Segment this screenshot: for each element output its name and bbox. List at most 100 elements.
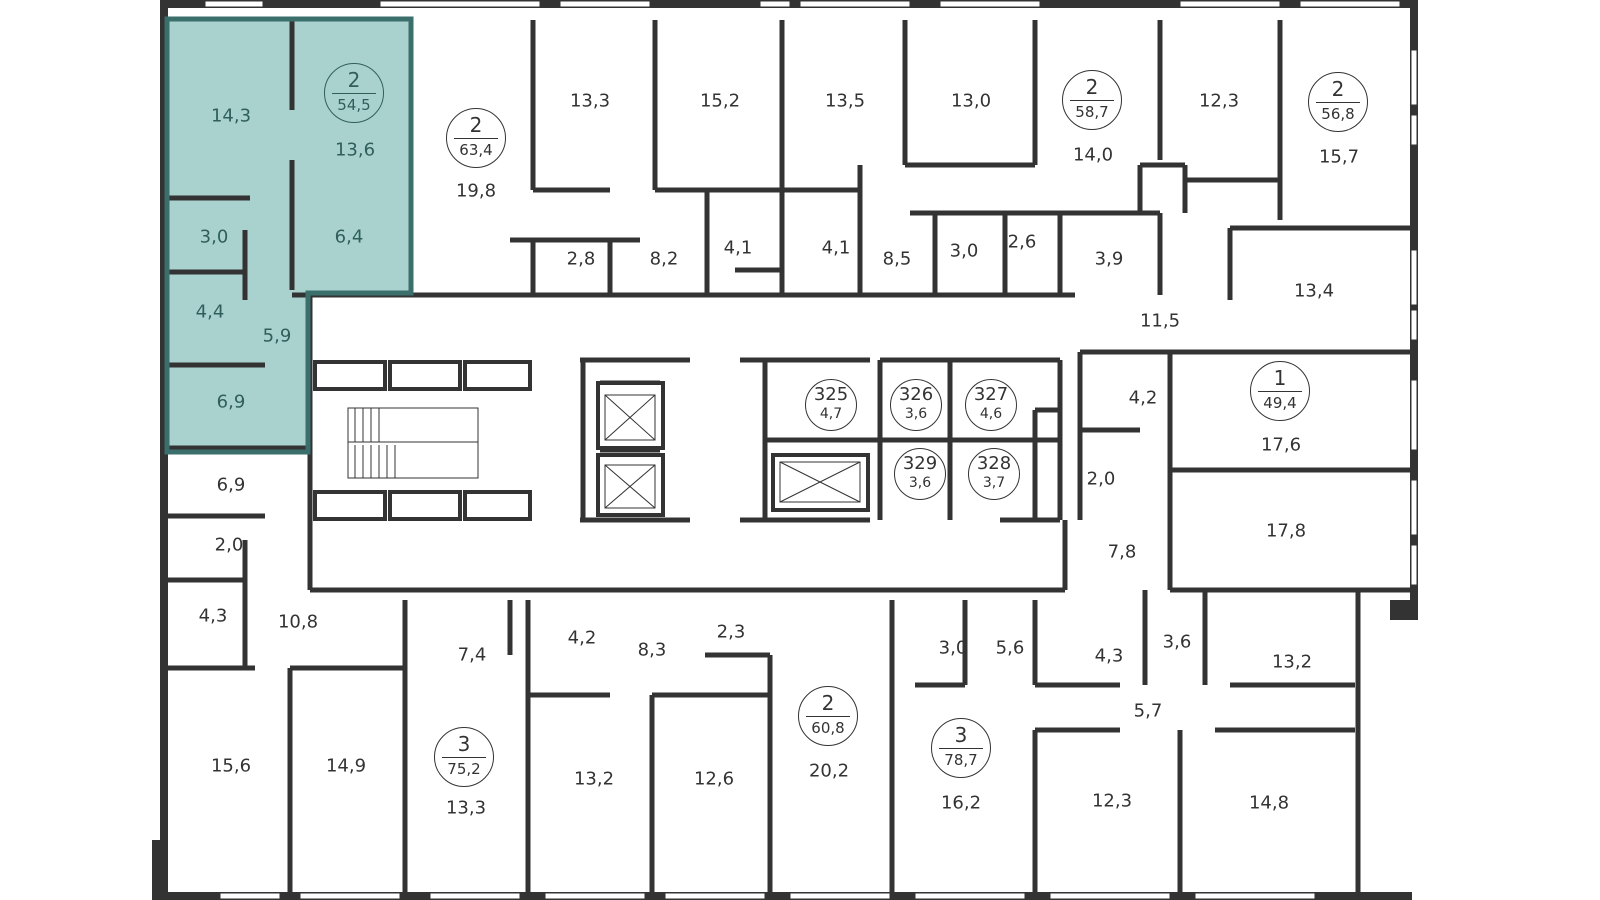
room-area-label: 11,5	[1139, 310, 1181, 332]
room-area-label: 13,2	[573, 768, 615, 790]
room-area-label: 2,6	[1007, 231, 1037, 253]
room-area-label: 8,3	[637, 639, 667, 661]
apartment-badge[interactable]: 2 63,4	[446, 108, 506, 168]
interior-walls	[168, 20, 1410, 892]
apartment-badge[interactable]: 3 75,2	[434, 727, 494, 787]
apartment-badge[interactable]: 2 54,5	[324, 63, 384, 123]
room-area-label: 4,1	[821, 237, 851, 259]
room-area-label: 7,8	[1107, 541, 1137, 563]
apartment-badge[interactable]: 2 58,7	[1062, 70, 1122, 130]
apartment-room-count: 3	[457, 732, 471, 756]
room-area-label: 2,8	[566, 248, 596, 270]
apartment-area: 63,4	[459, 141, 493, 159]
room-area-label: 14,3	[210, 105, 252, 127]
apartment-area: 56,8	[1321, 105, 1355, 123]
apartment-area: 58,7	[1075, 103, 1109, 121]
stair-steps	[347, 407, 479, 479]
room-area-label: 12,3	[1198, 90, 1240, 112]
room-area-label: 10,8	[277, 611, 319, 633]
selected-apartment-lower-area[interactable]	[168, 295, 310, 453]
badge-divider	[1258, 391, 1302, 392]
storage-unit-badge[interactable]: 327 4,6	[965, 379, 1017, 431]
room-area-label: 13,3	[569, 90, 611, 112]
room-area-label: 5,9	[262, 325, 292, 347]
storage-unit-area: 3,6	[904, 406, 928, 422]
room-area-label: 17,6	[1260, 434, 1302, 456]
apartment-area: 60,8	[811, 719, 845, 737]
room-area-label: 13,6	[334, 139, 376, 161]
storage-unit-number: 325	[813, 384, 849, 405]
room-area-label: 4,2	[1128, 387, 1158, 409]
room-area-label: 13,5	[824, 90, 866, 112]
room-area-label: 8,2	[649, 248, 679, 270]
storage-unit-number: 329	[902, 453, 938, 474]
storage-unit-badge[interactable]: 326 3,6	[890, 379, 942, 431]
apartment-badge[interactable]: 2 60,8	[798, 686, 858, 746]
room-area-label: 13,2	[1271, 651, 1313, 673]
apartment-area: 78,7	[944, 751, 978, 769]
room-area-label: 5,7	[1133, 700, 1163, 722]
room-area-label: 3,0	[949, 240, 979, 262]
room-area-label: 2,0	[214, 534, 244, 556]
storage-unit-badge[interactable]: 325 4,7	[805, 379, 857, 431]
storage-unit-area: 3,6	[908, 475, 932, 491]
room-area-label: 20,2	[808, 760, 850, 782]
room-area-label: 2,0	[1086, 468, 1116, 490]
room-area-label: 14,8	[1248, 792, 1290, 814]
room-area-label: 8,5	[882, 248, 912, 270]
room-area-label: 4,2	[567, 627, 597, 649]
room-area-label: 14,0	[1072, 144, 1114, 166]
room-area-label: 13,0	[950, 90, 992, 112]
room-area-label: 12,6	[693, 768, 735, 790]
room-area-label: 19,8	[455, 180, 497, 202]
apartment-room-count: 1	[1273, 366, 1287, 390]
room-area-label: 16,2	[940, 792, 982, 814]
storage-unit-number: 328	[976, 453, 1012, 474]
selected-apartment-outline	[164, 16, 414, 455]
storage-unit-badge[interactable]: 328 3,7	[968, 448, 1020, 500]
badge-divider	[1070, 100, 1114, 101]
room-area-label: 3,0	[199, 226, 229, 248]
room-area-label: 3,9	[1094, 248, 1124, 270]
apartment-room-count: 3	[954, 723, 968, 747]
room-area-label: 15,7	[1318, 146, 1360, 168]
room-area-label: 5,6	[995, 637, 1025, 659]
apartment-badge[interactable]: 3 78,7	[931, 718, 991, 778]
room-area-label: 2,3	[716, 621, 746, 643]
apartment-badge[interactable]: 2 56,8	[1308, 72, 1368, 132]
storage-unit-badge[interactable]: 329 3,6	[894, 448, 946, 500]
badge-divider	[332, 93, 376, 94]
apartment-room-count: 2	[1085, 75, 1099, 99]
apartment-badge[interactable]: 1 49,4	[1250, 361, 1310, 421]
storage-unit-number: 327	[973, 384, 1009, 405]
window-openings	[204, 0, 1418, 900]
room-area-label: 7,4	[457, 644, 487, 666]
badge-divider	[1316, 102, 1360, 103]
lift-crosses	[604, 394, 861, 509]
apartment-room-count: 2	[1331, 77, 1345, 101]
room-area-label: 17,8	[1265, 520, 1307, 542]
room-area-label: 15,2	[699, 90, 741, 112]
badge-divider	[442, 757, 486, 758]
storage-unit-number: 326	[898, 384, 934, 405]
badge-divider	[806, 716, 850, 717]
room-area-label: 3,0	[938, 637, 968, 659]
apartment-room-count: 2	[821, 691, 835, 715]
badge-divider	[454, 138, 498, 139]
room-area-label: 6,9	[216, 391, 246, 413]
room-area-label: 6,9	[216, 474, 246, 496]
apartment-area: 75,2	[447, 760, 481, 778]
room-area-label: 6,4	[334, 226, 364, 248]
storage-unit-area: 3,7	[982, 475, 1006, 491]
room-area-label: 12,3	[1091, 790, 1133, 812]
apartment-room-count: 2	[347, 68, 361, 92]
room-area-label: 3,6	[1162, 631, 1192, 653]
room-area-label: 13,3	[445, 797, 487, 819]
room-area-label: 14,9	[325, 755, 367, 777]
room-area-label: 4,3	[1094, 645, 1124, 667]
badge-divider	[939, 748, 983, 749]
storage-unit-area: 4,7	[819, 406, 843, 422]
room-area-label: 4,1	[723, 237, 753, 259]
